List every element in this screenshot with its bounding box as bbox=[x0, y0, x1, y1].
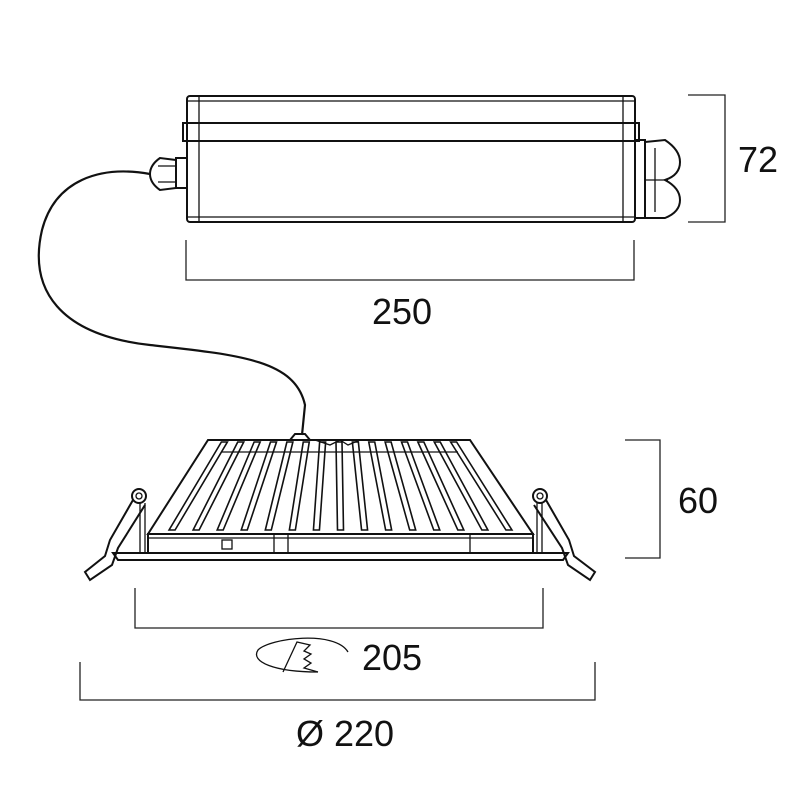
heat-sink-fin bbox=[167, 441, 229, 531]
heat-sink-fin bbox=[400, 441, 441, 531]
dimension-250: 250 bbox=[185, 240, 635, 332]
heat-sink-fin bbox=[312, 441, 327, 531]
dimension-label-205: 205 bbox=[362, 637, 422, 678]
right-cable-gland bbox=[634, 138, 682, 219]
dimension-205: 205 bbox=[134, 588, 544, 678]
dimension-label-72: 72 bbox=[738, 139, 778, 180]
driver-box bbox=[182, 95, 640, 223]
left-cable-gland bbox=[148, 156, 188, 192]
left-spring-clip bbox=[83, 488, 147, 582]
heat-sink-fin bbox=[240, 441, 278, 531]
dimension-label-250: 250 bbox=[372, 291, 432, 332]
ceiling-cutout-icon bbox=[255, 637, 349, 673]
heat-sink-fin bbox=[215, 441, 262, 531]
dimension-label-60: 60 bbox=[678, 480, 718, 521]
dimension-72: 72 bbox=[688, 94, 778, 223]
heat-sink-fin bbox=[449, 441, 514, 531]
dimension-label-220: Ø 220 bbox=[296, 713, 394, 754]
heat-sink-fins bbox=[167, 441, 514, 531]
heat-sink-fin bbox=[432, 441, 490, 531]
heat-sink-fin bbox=[191, 441, 246, 531]
heat-sink-fin bbox=[367, 441, 393, 531]
connecting-cable bbox=[37, 170, 307, 436]
dimension-220: Ø 220 bbox=[79, 662, 596, 754]
heat-sink-fin bbox=[351, 441, 369, 531]
heat-sink-fin bbox=[264, 441, 294, 531]
downlight-luminaire bbox=[83, 433, 597, 582]
heat-sink-fin bbox=[288, 441, 311, 531]
heat-sink-fin bbox=[335, 441, 345, 531]
heat-sink-fin bbox=[384, 441, 417, 531]
right-spring-clip bbox=[532, 488, 597, 582]
dimension-60: 60 bbox=[625, 439, 718, 559]
heat-sink-fin bbox=[416, 441, 466, 531]
